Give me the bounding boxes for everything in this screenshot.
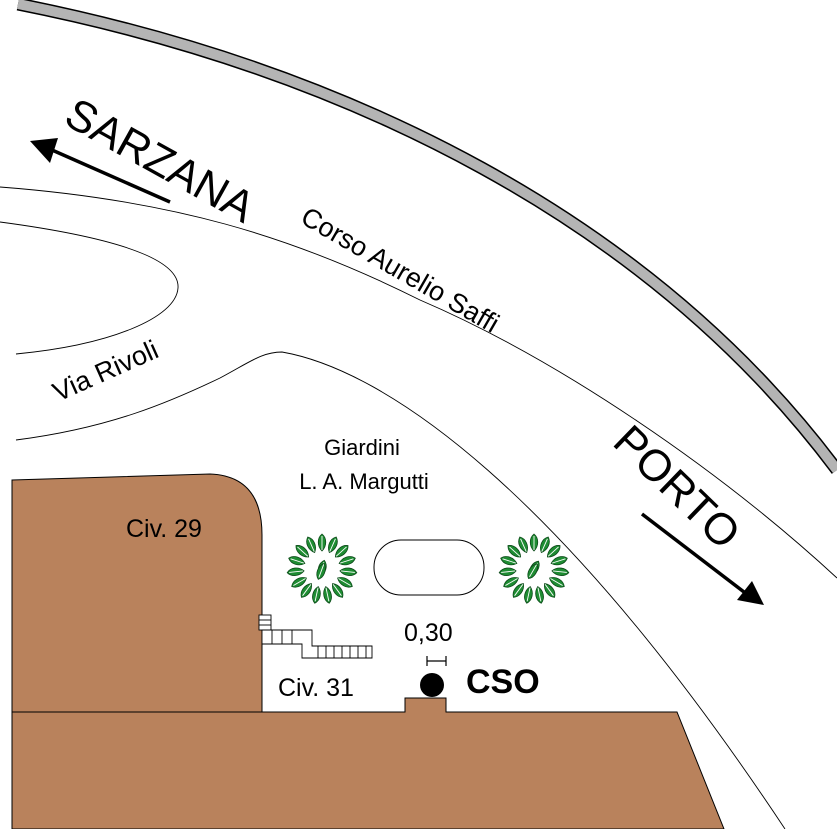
tree-canopy-icon (498, 533, 570, 605)
park-bed (373, 539, 485, 596)
park-name-line-1: Giardini (324, 435, 400, 460)
arrow-icon (640, 512, 764, 605)
road-edge-north (0, 186, 837, 579)
tree-canopy-icon (286, 533, 358, 605)
park-name-line-2: L. A. Margutti (299, 469, 429, 494)
arrow-icon (30, 138, 171, 204)
street-label-side-road: Via Rivoli (48, 334, 163, 407)
building-south (11, 697, 725, 829)
building-label-civ-29: Civ. 29 (126, 515, 202, 543)
street-label-main-road: Corso Aurelio Saffi (296, 201, 504, 339)
entrance-stairs (258, 614, 373, 659)
direction-label-sarzana: SARZANA (57, 89, 263, 233)
distance-label: 0,30 (404, 619, 453, 647)
road-wall (16, 0, 837, 474)
filled-circle-icon (420, 673, 444, 697)
cso-label: CSO (466, 663, 540, 701)
direction-label-porto: PORTO (604, 416, 749, 559)
distance-marker (426, 656, 447, 666)
road-wall-fill (17, 0, 837, 473)
via-rivoli-island-edge (0, 221, 179, 355)
building-civ-29 (11, 473, 263, 713)
building-label-civ-31: Civ. 31 (278, 674, 354, 702)
road-edge-south (15, 351, 786, 829)
